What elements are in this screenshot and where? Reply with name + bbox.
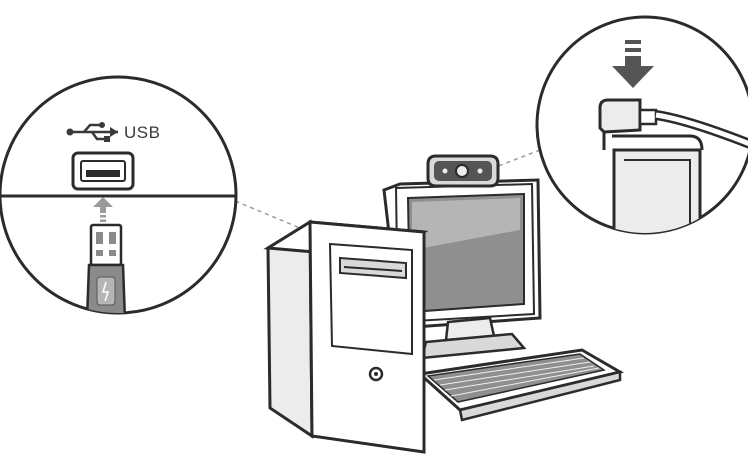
keyboard <box>420 350 620 420</box>
webcam-magnifier <box>537 17 748 240</box>
usb-label: USB <box>124 123 160 142</box>
webcam-lens <box>456 165 468 177</box>
usb-plug <box>87 225 125 392</box>
usb-magnifier: USB <box>0 77 240 392</box>
usb-port <box>73 153 133 189</box>
computer-tower <box>268 222 424 452</box>
monitor-edge <box>614 150 700 240</box>
webcam <box>428 156 498 186</box>
leader-line-usb <box>228 198 300 228</box>
